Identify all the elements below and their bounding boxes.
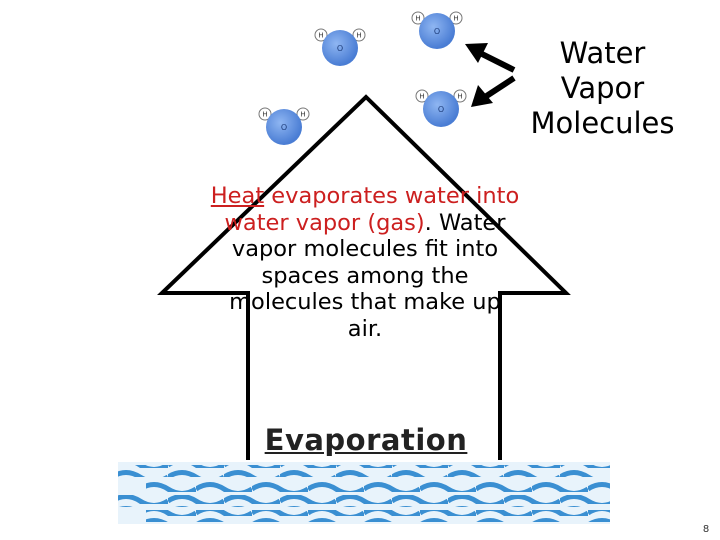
description-part: . Water vapor molecules fit into spaces …: [229, 209, 506, 342]
label-line: Vapor: [560, 71, 645, 105]
hydrogen-label: H: [262, 111, 267, 119]
label-line: Molecules: [530, 106, 675, 140]
hydrogen-label: H: [300, 111, 305, 119]
hydrogen-label: H: [457, 93, 462, 101]
heat-term: Heat: [210, 183, 265, 209]
description-part: evaporates water into water vapor: [224, 183, 520, 236]
water-molecule-icon: H H O: [314, 28, 366, 66]
hydrogen-label: H: [356, 32, 361, 40]
pointer-arrow-icon: [471, 75, 516, 107]
hydrogen-label: H: [415, 15, 420, 23]
gas-term: (gas): [367, 209, 425, 236]
hydrogen-label: H: [419, 93, 424, 101]
evaporation-description: Heat evaporates water into water vapor (…: [210, 183, 520, 342]
oxygen-label: O: [281, 123, 287, 132]
water-waves: [90, 462, 650, 524]
oxygen-label: O: [434, 27, 440, 36]
pointer-arrow-icon: [465, 43, 516, 73]
water-vapor-molecules-label: Water Vapor Molecules: [515, 36, 690, 141]
water-molecule-icon: H H O: [258, 107, 310, 145]
page-number: 8: [702, 524, 710, 535]
label-line: Water: [559, 36, 646, 70]
upward-arrow-outline: [157, 94, 571, 460]
oxygen-label: O: [337, 44, 343, 53]
hydrogen-label: H: [453, 15, 458, 23]
oxygen-label: O: [438, 105, 444, 114]
water-molecule-icon: H H O: [415, 89, 467, 127]
water-molecule-icon: H H O: [411, 11, 463, 49]
evaporation-title: Evaporation: [264, 423, 468, 457]
hydrogen-label: H: [318, 32, 323, 40]
